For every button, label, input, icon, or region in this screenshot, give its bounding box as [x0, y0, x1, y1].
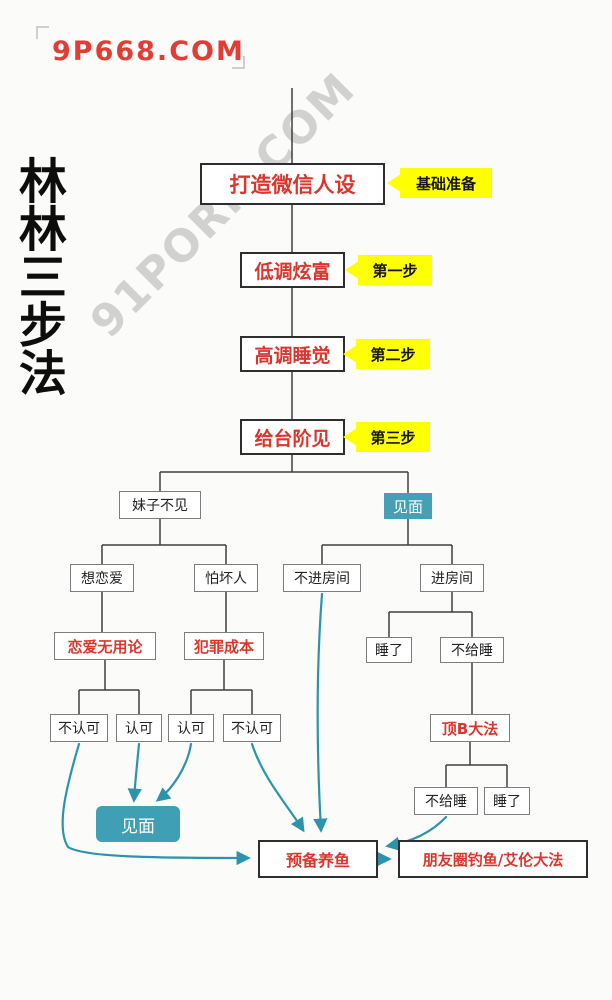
node-agree-b: 认可 [168, 714, 214, 742]
node-moments-fishing-method: 朋友圈钓鱼/艾伦大法 [398, 840, 588, 878]
node-lowkey-flaunt-wealth: 低调炫富 [240, 252, 345, 288]
site-label: 9P668.COM [52, 36, 245, 67]
node-love-useless-theory: 恋爱无用论 [54, 632, 156, 660]
node-prepare-fishing: 预备养鱼 [258, 840, 378, 878]
arrow-agree-a-to-meet [127, 742, 142, 803]
node-slept-b: 睡了 [484, 787, 530, 815]
quote-open-icon [36, 26, 49, 39]
tag-basic-preparation: 基础准备 [400, 168, 492, 198]
node-ding-b-method: 顶B大法 [430, 714, 510, 742]
arrow-nosleep-to-prepfish [385, 815, 448, 851]
node-highkey-sleep: 高调睡觉 [240, 336, 345, 372]
arrow-agree-b-to-meet [155, 742, 193, 802]
tag-step-1: 第一步 [358, 255, 432, 285]
flow-arrows [61, 592, 448, 867]
node-fears-bad-people: 怕坏人 [194, 564, 258, 592]
node-no-sleep-b: 不给睡 [414, 787, 478, 815]
node-crime-cost: 犯罪成本 [184, 632, 264, 660]
node-not-enter-room: 不进房间 [283, 564, 361, 592]
tag-step-3: 第三步 [356, 422, 430, 452]
node-girl-refuses: 妹子不见 [119, 491, 201, 519]
tag-step-2: 第二步 [356, 339, 430, 369]
node-meet-bottom: 见面 [96, 806, 180, 842]
node-build-wechat-persona: 打造微信人设 [200, 163, 385, 205]
node-enter-room: 进房间 [420, 564, 484, 592]
arrow-noenter-to-prepfish [313, 592, 328, 833]
node-slept-a: 睡了 [366, 637, 412, 663]
page-title: 林林三步法 [9, 156, 66, 396]
node-no-sleep-a: 不给睡 [440, 637, 504, 663]
node-meet-top: 见面 [384, 493, 432, 519]
node-agree-a: 认可 [116, 714, 162, 742]
quote-close-icon [232, 56, 245, 69]
node-disagree-b: 不认可 [223, 714, 281, 742]
node-wants-love: 想恋爱 [70, 564, 134, 592]
node-disagree-a: 不认可 [50, 714, 108, 742]
node-give-way-out: 给台阶见 [240, 419, 345, 455]
arrow-disagree-b-to-prepfish [250, 742, 305, 833]
arrow-disagree-a-to-prepfish [61, 742, 251, 866]
tree-lines [78, 88, 508, 787]
